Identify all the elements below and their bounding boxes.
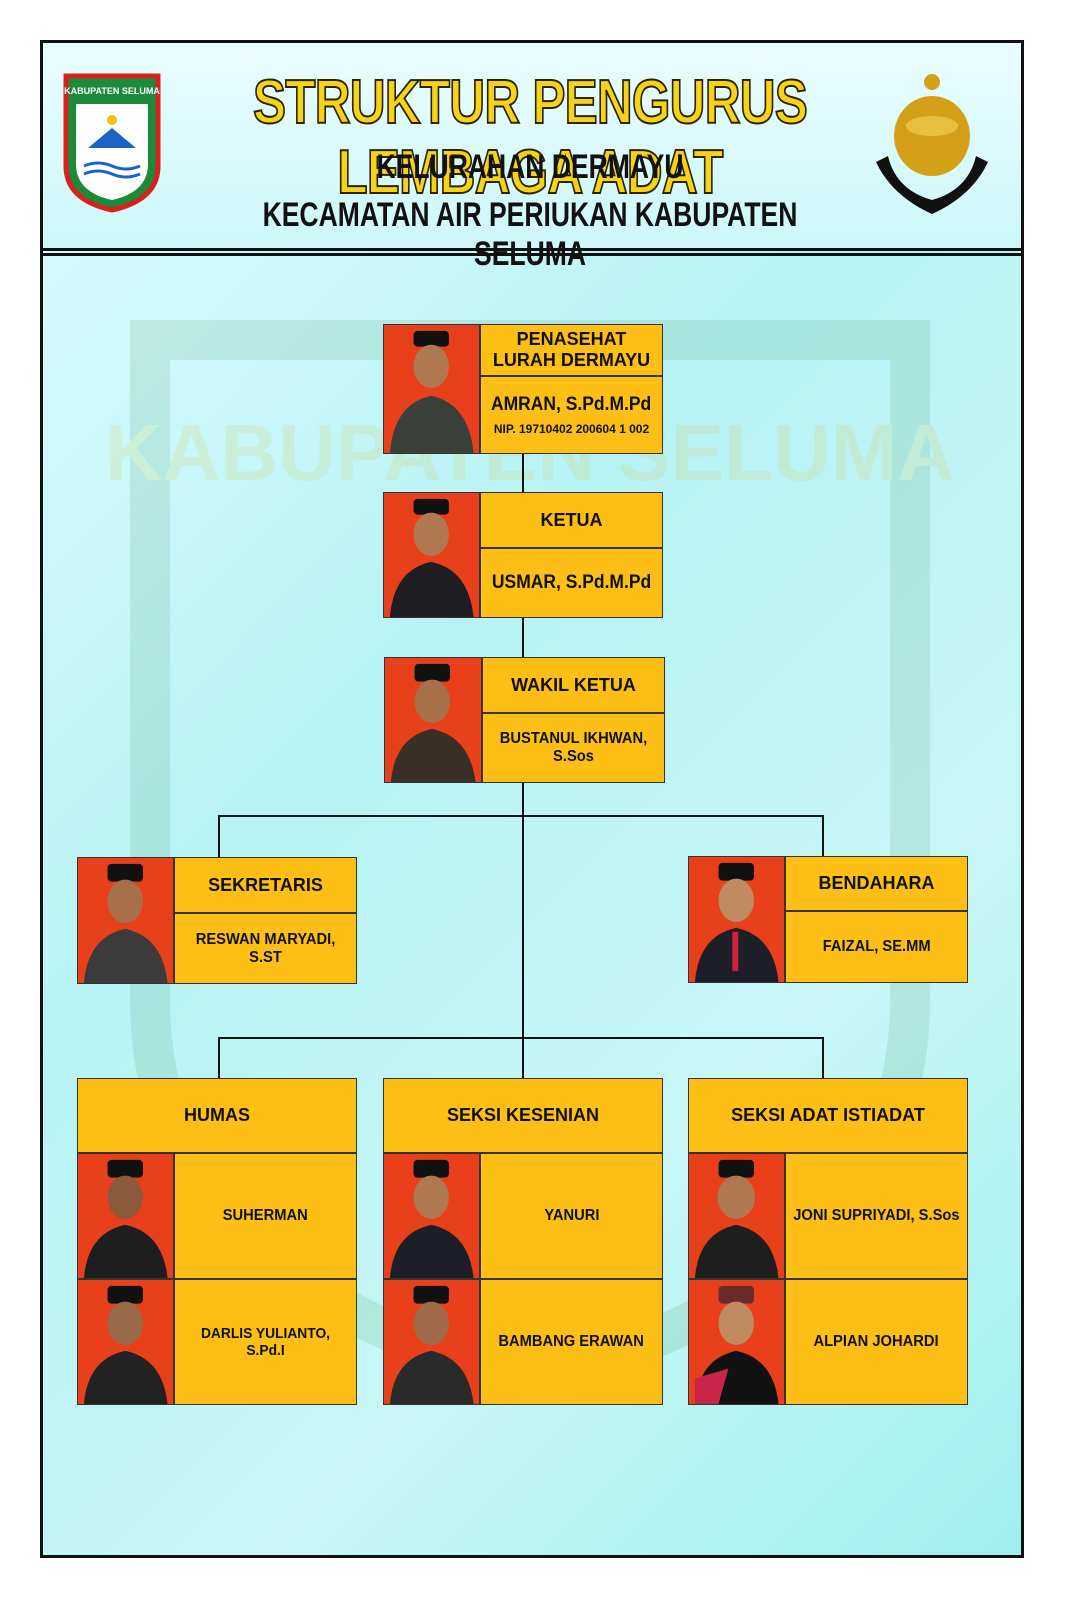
role-ketua: KETUA — [480, 492, 663, 548]
person-silhouette-icon — [389, 498, 474, 617]
name-humas-1: SUHERMAN — [174, 1153, 357, 1279]
name-kesenian-1: YANURI — [480, 1153, 663, 1279]
photo-humas-1 — [77, 1153, 174, 1279]
page-title: STRUKTUR PENGURUS LEMBAGA ADAT — [252, 67, 808, 208]
connector-h-upper — [218, 815, 824, 817]
photo-sekretaris — [77, 857, 174, 984]
connector-v-bendahara — [822, 815, 824, 857]
photo-istiadat-1 — [688, 1153, 785, 1279]
role-wakil-ketua: WAKIL KETUA — [482, 657, 665, 713]
person-silhouette-icon — [694, 862, 779, 982]
photo-ketua — [383, 492, 480, 618]
person-silhouette-icon — [390, 663, 476, 782]
name-ketua: USMAR, S.Pd.M.Pd — [480, 548, 663, 618]
name-wakil-ketua: BUSTANUL IKHWAN, S.Sos — [482, 713, 665, 783]
person-silhouette-icon — [389, 1285, 474, 1404]
photo-penasehat — [383, 324, 480, 454]
person-silhouette-icon — [694, 1285, 779, 1404]
role-sekretaris: SEKRETARIS — [174, 857, 357, 913]
name-humas-2: DARLIS YULIANTO, S.Pd.I — [174, 1279, 357, 1405]
person-silhouette-icon — [83, 1285, 168, 1404]
photo-humas-2 — [77, 1279, 174, 1405]
kabupaten-seluma-logo: KABUPATEN SELUMA — [63, 73, 161, 213]
name-sekretaris: RESWAN MARYADI, S.ST — [174, 913, 357, 984]
role-humas: HUMAS — [77, 1078, 357, 1153]
person-silhouette-icon — [694, 1159, 779, 1278]
header-band — [43, 43, 1021, 251]
name-penasehat: AMRAN, S.Pd.M.Pd NIP. 19710402 200604 1 … — [480, 376, 663, 454]
name-istiadat-2: ALPIAN JOHARDI — [785, 1279, 968, 1405]
photo-kesenian-2 — [383, 1279, 480, 1405]
name-bendahara: FAIZAL, SE.MM — [785, 911, 968, 983]
person-silhouette-icon — [389, 1159, 474, 1278]
role-seksi-adat-istiadat: SEKSI ADAT ISTIADAT — [688, 1078, 968, 1153]
person-silhouette-icon — [389, 330, 474, 453]
subtitle-kelurahan: KELURAHAN DERMAYU — [376, 148, 684, 186]
connector-v-humas — [218, 1037, 220, 1078]
role-seksi-kesenian: SEKSI KESENIAN — [383, 1078, 663, 1153]
person-silhouette-icon — [83, 863, 168, 983]
photo-kesenian-1 — [383, 1153, 480, 1279]
photo-bendahara — [688, 856, 785, 983]
subtitle-kecamatan: KECAMATAN AIR PERIUKAN KABUPATEN SELUMA — [262, 196, 798, 273]
connector-v-sekretaris — [218, 815, 220, 857]
name-kesenian-2: BAMBANG ERAWAN — [480, 1279, 663, 1405]
header-divider — [43, 253, 1021, 256]
name-istiadat-1: JONI SUPRIYADI, S.Sos — [785, 1153, 968, 1279]
connector-h-lower — [218, 1037, 824, 1039]
role-bendahara: BENDAHARA — [785, 856, 968, 911]
lembaga-adat-logo — [876, 74, 988, 214]
photo-istiadat-2 — [688, 1279, 785, 1405]
role-penasehat: PENASEHAT LURAH DERMAYU — [480, 324, 663, 376]
svg-text:KABUPATEN SELUMA: KABUPATEN SELUMA — [64, 86, 160, 96]
photo-wakil-ketua — [384, 657, 482, 783]
connector-v-istiadat — [822, 1037, 824, 1078]
person-silhouette-icon — [83, 1159, 168, 1278]
